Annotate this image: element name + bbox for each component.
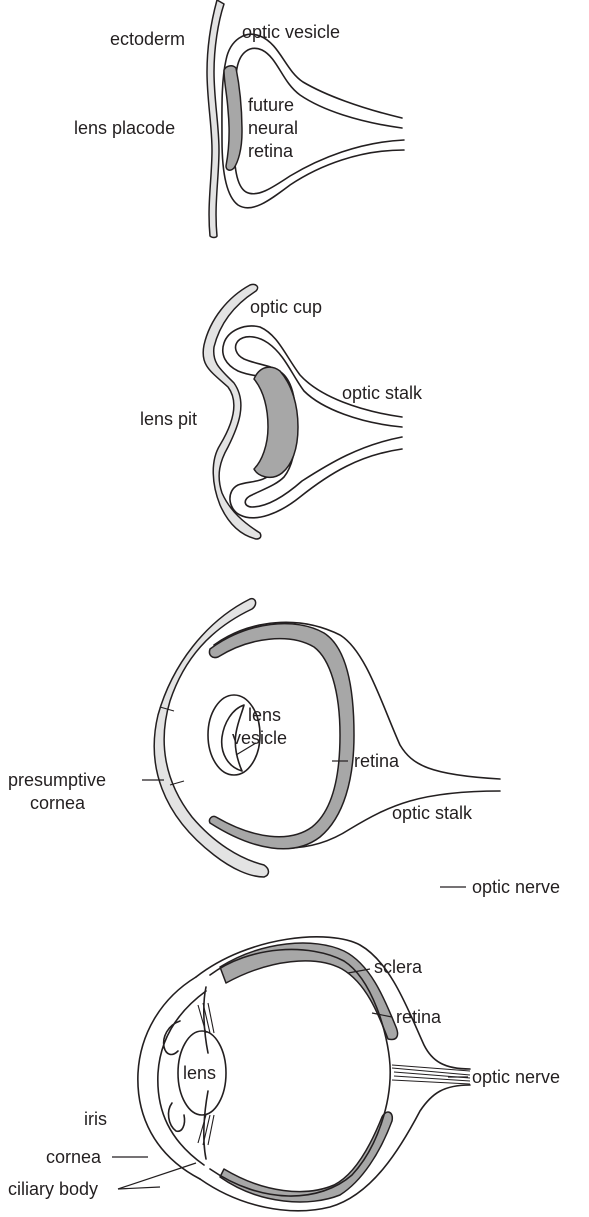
label-neural: neural (248, 118, 298, 138)
optic-cup-inner-wall (236, 337, 402, 507)
stage3-lens-vesicle-diagram: presumptive cornea lens vesicle retina o… (0, 585, 589, 885)
label-lens: lens (183, 1063, 216, 1083)
retina-layer-upper (220, 943, 398, 1039)
label-lens: lens (248, 705, 281, 725)
ciliary-fibers-lower (198, 1115, 214, 1145)
iris-lower (169, 1103, 185, 1131)
label-cornea: cornea (46, 1147, 102, 1167)
label-cornea: cornea (30, 793, 86, 813)
label-lens-pit: lens pit (140, 409, 197, 429)
label-optic-stalk: optic stalk (342, 383, 423, 403)
label-future: future (248, 95, 294, 115)
label-retina: retina (396, 1007, 442, 1027)
optic-cup-neural-retina (254, 367, 298, 477)
stage4-labels: sclera retina cornea lens optic nerve ir… (8, 957, 560, 1199)
label-sclera: sclera (374, 957, 423, 977)
optic-cup-outer-wall (223, 326, 402, 518)
label-optic-vesicle: optic vesicle (242, 22, 340, 42)
stage4-adult-eye-diagram: sclera retina cornea lens optic nerve ir… (0, 925, 589, 1217)
ciliary-fibers-upper (198, 1003, 214, 1033)
label-retina: retina (354, 751, 400, 771)
label-optic-stalk: optic stalk (392, 803, 473, 823)
label-ectoderm: ectoderm (110, 29, 185, 49)
future-neural-retina-region (224, 66, 242, 170)
label-optic-nerve: optic nerve (472, 877, 560, 897)
label-presumptive: presumptive (8, 770, 106, 790)
stage1-labels: ectoderm optic vesicle lens placode futu… (74, 22, 340, 161)
label-optic-cup: optic cup (250, 297, 322, 317)
label-optic-nerve: optic nerve (472, 1067, 560, 1087)
label-lens-placode: lens placode (74, 118, 175, 138)
stage2-optic-cup-diagram: optic cup optic stalk lens pit (0, 270, 589, 550)
stage1-optic-vesicle-diagram: ectoderm optic vesicle lens placode futu… (0, 0, 589, 245)
stage3-labels: presumptive cornea lens vesicle retina o… (8, 705, 560, 897)
surface-ectoderm (203, 284, 261, 539)
label-retina: retina (248, 141, 294, 161)
label-ciliary-body: ciliary body (8, 1179, 98, 1199)
label-iris: iris (84, 1109, 107, 1129)
label-vesicle: vesicle (232, 728, 287, 748)
